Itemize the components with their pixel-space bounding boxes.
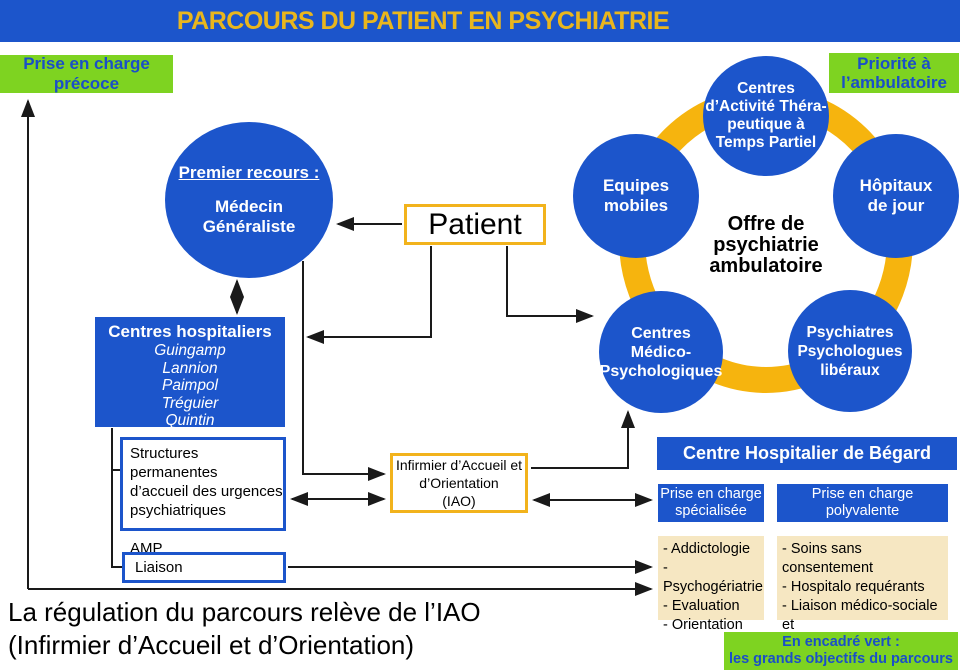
polyvalent-services-list: - Soins sans consentement - Hospitalo re… bbox=[777, 536, 948, 652]
hospital-centers-cities: Guingamp Lannion Paimpol Tréguier Quinti… bbox=[154, 342, 226, 429]
polyvalent-care-box: Prise en charge polyvalente bbox=[777, 484, 948, 522]
specialized-services-list: - Addictologie - Psychogériatrie - Evalu… bbox=[658, 536, 764, 633]
title-bar: PARCOURS DU PATIENT EN PSYCHIATRIE bbox=[0, 0, 960, 42]
liberal-psychiatrists-circle: Psychiatres Psychologues libéraux bbox=[788, 290, 912, 412]
arrow-iao-to-cmp bbox=[531, 410, 635, 469]
gp-first-recourse-circle: Premier recours : Médecin Généraliste bbox=[165, 122, 333, 278]
mobile-teams-circle: Equipes mobiles bbox=[573, 134, 699, 258]
specialized-care-box: Prise en charge spécialisée bbox=[658, 484, 764, 522]
ambulatory-offer-label: Offre de psychiatrie ambulatoire bbox=[709, 213, 823, 277]
arrow-patient-to-hospital-centers bbox=[306, 246, 432, 344]
hospital-centers-box: Centres hospitaliers Guingamp Lannion Pa… bbox=[95, 317, 285, 429]
day-hospitals-circle: Hôpitaux de jour bbox=[833, 134, 959, 258]
page-title: PARCOURS DU PATIENT EN PSYCHIATRIE bbox=[176, 6, 670, 35]
first-recourse-heading: Premier recours : bbox=[178, 163, 320, 182]
patient-box: Patient bbox=[404, 204, 546, 245]
liaison-box: Liaison bbox=[122, 552, 286, 583]
emergency-structures-box: Structures permanentes d’accueil des urg… bbox=[120, 437, 286, 557]
cattp-circle: Centres d’Activité Théra- peutique à Tem… bbox=[703, 56, 829, 176]
cmp-circle: Centres Médico- Psychologiques bbox=[599, 291, 723, 413]
ambulatory-priority-green-box: Priorité à l’ambulatoire bbox=[829, 53, 959, 93]
regulation-caption: La régulation du parcours relève de l’IA… bbox=[8, 597, 481, 660]
legend-green-box: En encadré vert : les grands objectifs d… bbox=[724, 632, 958, 670]
arrow-gp-to-iao bbox=[302, 261, 386, 481]
iao-box: Infirmier d’Accueil et d’Orientation (IA… bbox=[390, 453, 528, 513]
begard-header: Centre Hospitalier de Bégard bbox=[657, 437, 957, 470]
gp-label: Médecin Généraliste bbox=[202, 197, 296, 236]
early-care-green-box: Prise en charge précoce bbox=[0, 54, 173, 93]
hospital-centers-heading: Centres hospitaliers bbox=[108, 322, 272, 341]
arrow-patient-to-cmp bbox=[506, 246, 594, 323]
